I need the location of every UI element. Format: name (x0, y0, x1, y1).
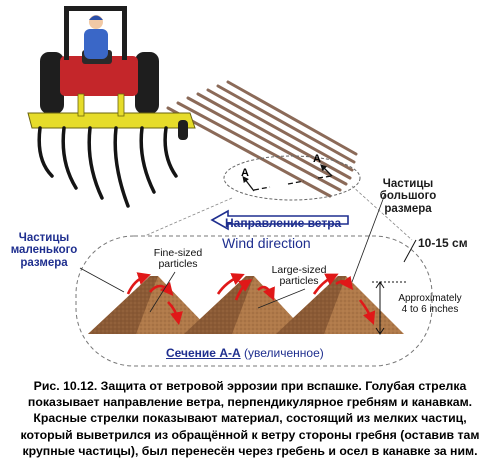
ridge-height-in-label: Approximately 4 to 6 inches (384, 293, 476, 316)
label-line: Large-sized (271, 264, 327, 276)
ridge-height-cm-label: 10-15 см (418, 236, 468, 250)
section-guide-left (139, 197, 233, 239)
section-guide-right (351, 185, 413, 241)
caption-line: Красные стрелки показывают материал, сос… (33, 411, 467, 426)
section-label-a-right: A (313, 153, 321, 165)
caption-line: показывает направление ветра, перпендику… (27, 395, 473, 410)
chisel-plow (27, 93, 196, 208)
section-marker (139, 155, 413, 241)
section-line (253, 175, 333, 191)
wind-direction-en-label: Wind direction (222, 235, 311, 251)
caption-line: который выветрился из обращённой к ветру… (20, 427, 480, 442)
driver-body (84, 29, 108, 59)
section-title-main: Сечение А-А (166, 346, 241, 360)
tractor (40, 6, 159, 114)
rops-top (64, 6, 127, 11)
section-label-a-left: A (241, 167, 249, 179)
wind-direction-ru-label: Направление ветра (225, 216, 342, 230)
small-particles-ru-label: Частицы маленького размера (4, 232, 84, 269)
gauge-wheel (178, 120, 188, 140)
label-line: Approximately (398, 293, 462, 304)
label-line: Частицы (18, 232, 70, 244)
label-line: размера (20, 256, 68, 269)
rear-wheel-left (40, 52, 64, 114)
label-line: particles (158, 258, 198, 271)
particle-arrows (126, 272, 376, 326)
cross-section (75, 193, 433, 367)
leader-lines (79, 193, 386, 313)
caption-line: Рис. 10.12. Защита от ветровой эррозии п… (33, 379, 467, 393)
figure-caption: Рис. 10.12. Защита от ветровой эррозии п… (0, 378, 500, 459)
shanks (37, 126, 178, 208)
driver-cap (89, 15, 103, 20)
height-dimension (372, 239, 417, 335)
rear-wheel-right (135, 52, 159, 114)
frame (27, 112, 196, 129)
rops-right (122, 6, 127, 60)
label-line: 4 to 6 inches (401, 303, 459, 315)
wind-arrow (210, 209, 349, 231)
label-line: Fine-sized (153, 247, 203, 259)
furrow-lines (166, 80, 358, 198)
hitch-left (77, 93, 85, 117)
large-particles-ru-label: Частицы большого размера (373, 178, 443, 215)
fine-particles-label: Fine-sized particles (142, 247, 214, 271)
large-particles-en-label: Large-sized particles (262, 264, 336, 288)
caption-line: крупные частицы), был перенесён через гр… (22, 443, 478, 458)
label-line: размера (384, 202, 432, 215)
label-line: большого (379, 190, 437, 203)
tractor-body (60, 56, 138, 96)
label-line: маленького (10, 244, 78, 257)
section-ellipse-small (223, 155, 361, 201)
label-line: particles (279, 275, 319, 288)
scene (27, 6, 433, 367)
rops-left (64, 6, 69, 60)
hitch-right (117, 93, 125, 117)
label-line: Частицы (382, 178, 434, 190)
section-title: Сечение А-А (увеличенное) (166, 347, 324, 360)
section-title-note: (увеличенное) (244, 346, 324, 360)
ridge-2 (184, 276, 308, 334)
